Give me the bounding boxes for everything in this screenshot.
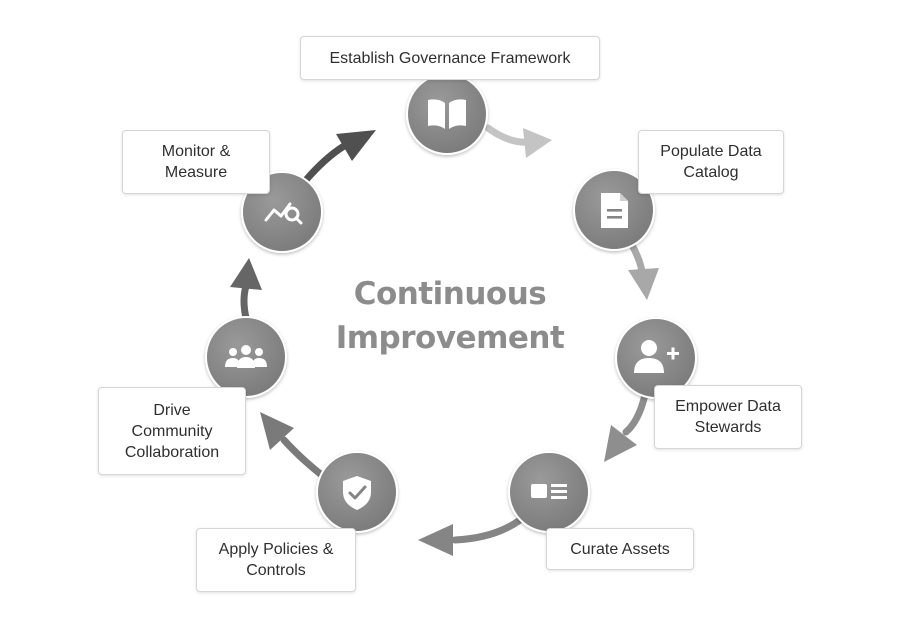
shield-check-icon <box>343 476 371 510</box>
group-icon <box>225 345 267 368</box>
node-curate-assets <box>508 451 590 533</box>
chart-search-icon <box>264 202 303 225</box>
step-label-text: Drive Community Collaboration <box>124 401 220 461</box>
step-label-text: Empower Data Stewards <box>675 398 781 436</box>
step-label-empower-stewards: Empower Data Stewards <box>654 385 802 449</box>
step-label-monitor-measure: Monitor & Measure <box>122 130 270 194</box>
add-user-icon <box>634 340 679 373</box>
id-card-icon <box>531 484 567 499</box>
step-label-text: Monitor & Measure <box>161 143 231 181</box>
node-establish-governance <box>406 73 488 155</box>
center-title-line-2: Improvement <box>335 320 565 356</box>
step-label-text: Apply Policies & Controls <box>218 541 334 579</box>
step-label-establish-governance: Establish Governance Framework <box>300 36 600 80</box>
arrow-assets-to-policies <box>418 516 524 556</box>
arrow-governance-to-catalog <box>484 124 552 158</box>
step-label-text: Curate Assets <box>570 540 670 558</box>
step-label-text: Establish Governance Framework <box>329 49 571 67</box>
step-label-apply-policies: Apply Policies & Controls <box>196 528 356 592</box>
step-label-curate-assets: Curate Assets <box>546 528 694 570</box>
arrow-collaboration-to-monitor <box>230 258 262 322</box>
center-title: Continuous Improvement <box>250 272 650 360</box>
step-label-text: Populate Data Catalog <box>660 143 762 181</box>
center-title-line-1: Continuous <box>353 276 547 312</box>
step-label-populate-catalog: Populate Data Catalog <box>638 130 784 194</box>
document-icon <box>601 193 628 228</box>
cycle-arrows <box>230 124 659 556</box>
arrow-policies-to-collaboration <box>260 412 332 484</box>
open-book-icon <box>428 99 466 129</box>
step-label-drive-collaboration: Drive Community Collaboration <box>98 387 246 475</box>
arrow-stewards-to-assets <box>604 386 650 462</box>
arrow-monitor-to-governance <box>302 130 376 184</box>
